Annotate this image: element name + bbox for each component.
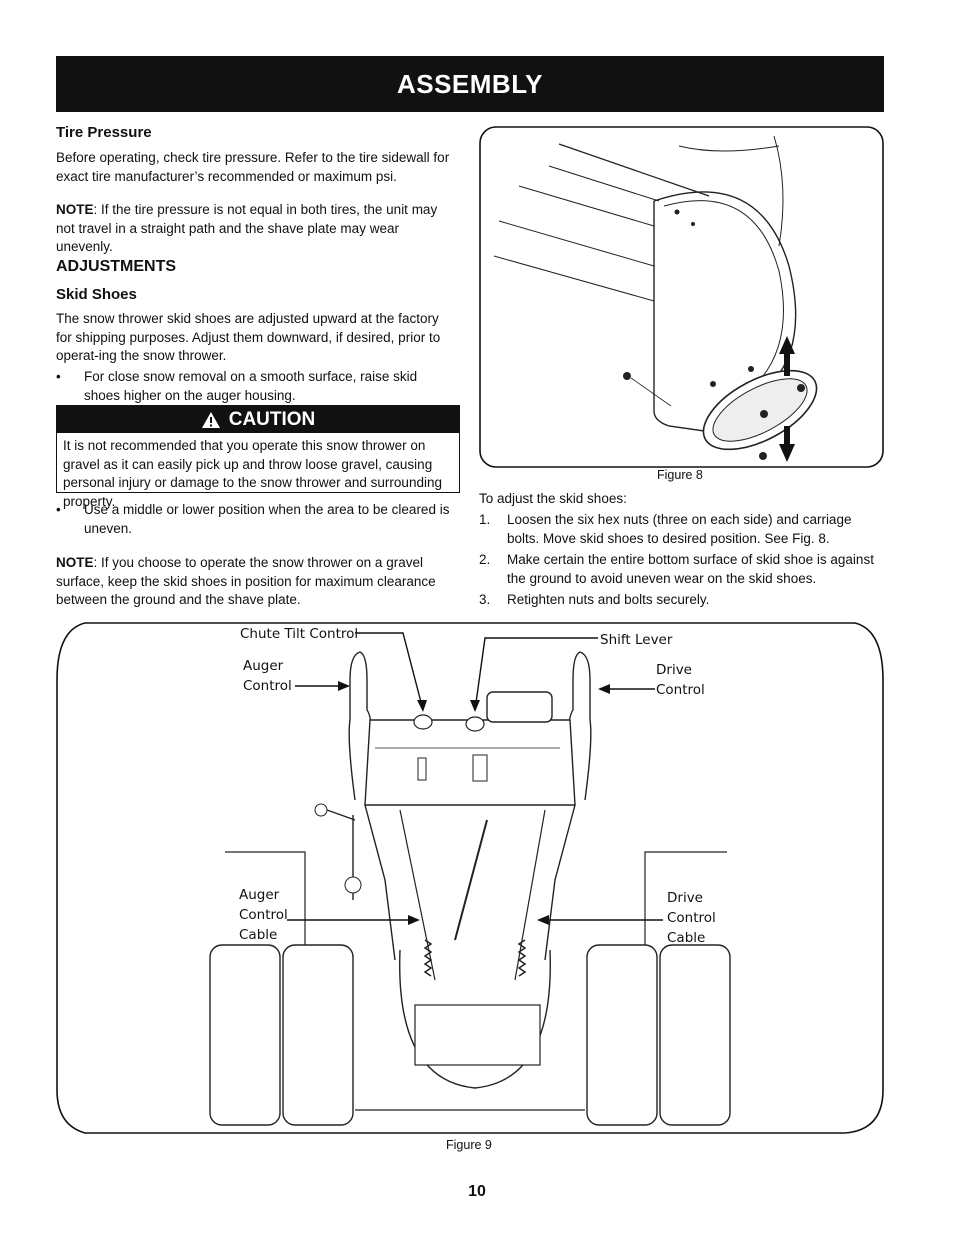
- list-item: 2.Make certain the entire bottom surface…: [479, 552, 874, 586]
- auger-control-cable-label: Auger Control Cable: [239, 887, 288, 943]
- page-title: ASSEMBLY: [396, 68, 544, 99]
- shift-lever-label: Shift Lever: [600, 632, 673, 648]
- note-text: : If the tire pressure is not equal in b…: [56, 202, 438, 254]
- bullet-item: •For close snow removal on a smooth surf…: [56, 368, 456, 405]
- note-label: NOTE: [56, 202, 94, 217]
- caution-header: CAUTION: [57, 406, 459, 433]
- section-banner: ASSEMBLY: [56, 56, 884, 112]
- bullet-item: •Use a middle or lower position when the…: [56, 501, 456, 538]
- bullet-text: Use a middle or lower position when the …: [84, 502, 450, 536]
- tire-note: NOTE: If the tire pressure is not equal …: [56, 201, 451, 257]
- caution-box: CAUTION It is not recommended that you o…: [56, 405, 460, 509]
- adjustments-heading: ADJUSTMENTS: [56, 258, 177, 275]
- list-item: 1.Loosen the six hex nuts (three on each…: [479, 512, 852, 546]
- tire-pressure-paragraph: Before operating, check tire pressure. R…: [56, 150, 450, 184]
- tire-pressure-heading: Tire Pressure: [56, 124, 152, 141]
- drive-control-cable-label: Drive Control Cable: [667, 890, 716, 946]
- bullet-text: For close snow removal on a smooth surfa…: [84, 369, 418, 403]
- drive-control-label: Drive Control: [656, 662, 705, 698]
- gravel-note: NOTE: If you choose to operate the snow …: [56, 554, 458, 610]
- figure-9-illustration: [56, 622, 884, 1134]
- auger-control-label: Auger Control: [243, 658, 292, 694]
- caution-title: CAUTION: [228, 408, 316, 430]
- steps-list: 1.Loosen the six hex nuts (three on each…: [479, 511, 884, 613]
- chute-tilt-control-label: Chute Tilt Control: [240, 626, 359, 642]
- list-item: 3.Retighten nuts and bolts securely.: [479, 592, 710, 607]
- figure-8-caption: Figure 8: [657, 468, 703, 482]
- figure-9-caption: Figure 9: [446, 1138, 492, 1152]
- warning-icon: [201, 411, 220, 428]
- steps-intro: To adjust the skid shoes:: [479, 491, 627, 506]
- note-label: NOTE: [56, 555, 94, 570]
- caution-text: It is not recommended that you operate t…: [63, 438, 442, 509]
- page-number: 10: [468, 1183, 486, 1200]
- figure-8-illustration: [479, 126, 884, 468]
- skid-shoes-heading: Skid Shoes: [56, 286, 137, 303]
- note-text: : If you choose to operate the snow thro…: [56, 555, 436, 607]
- skid-shoes-paragraph: The snow thrower skid shoes are adjusted…: [56, 311, 441, 363]
